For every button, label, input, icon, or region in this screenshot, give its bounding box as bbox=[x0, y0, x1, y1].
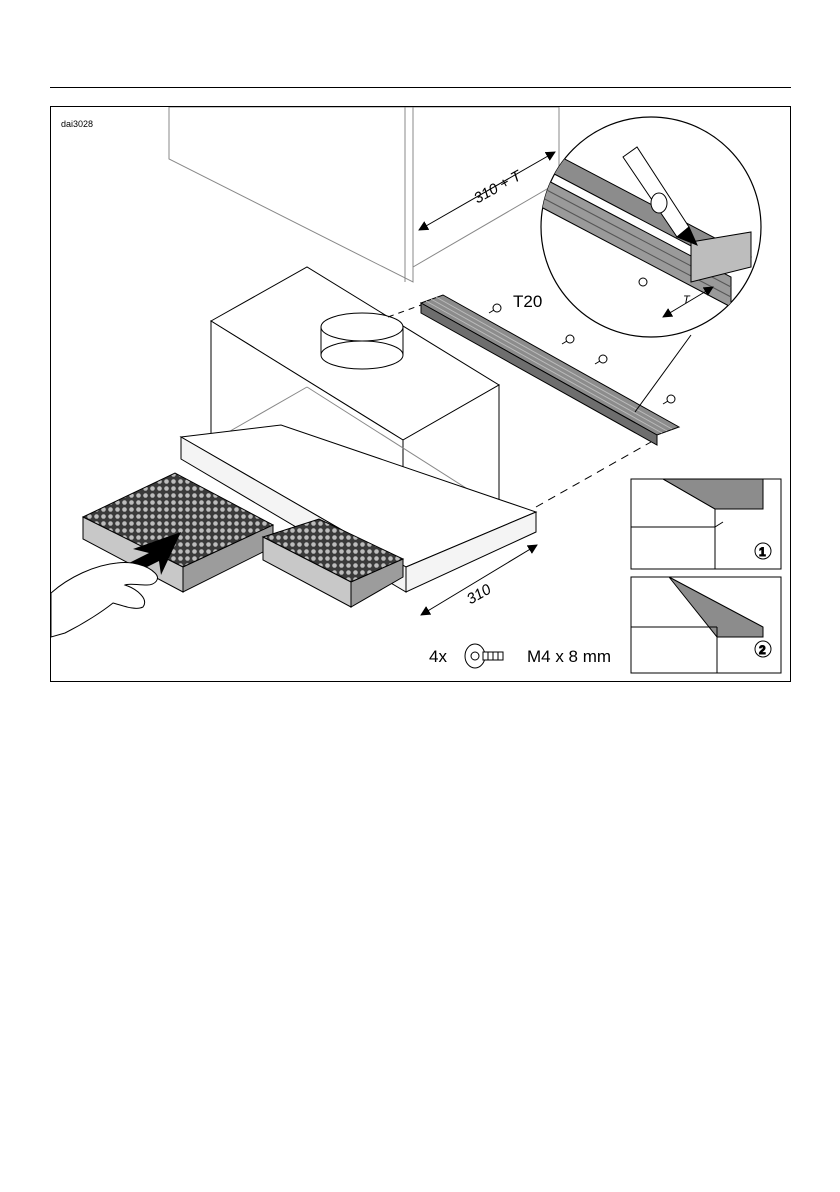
step-2-label: 2 bbox=[759, 643, 766, 657]
screw-spec: M4 x 8 mm bbox=[527, 647, 611, 666]
step-1-inset: 1 bbox=[631, 479, 781, 569]
figure-drawing: dai3028 310 + T 310 bbox=[51, 107, 790, 681]
screw-icon bbox=[663, 395, 675, 404]
hand-icon bbox=[51, 562, 157, 637]
screw-icon bbox=[489, 304, 501, 313]
header-rule bbox=[50, 87, 791, 88]
base-dimension-label: 310 bbox=[464, 581, 495, 609]
figure-code: dai3028 bbox=[61, 119, 93, 129]
screw-icon bbox=[465, 644, 503, 668]
screw-specification: 4x M4 x 8 mm bbox=[429, 644, 611, 668]
installation-figure: dai3028 310 + T 310 bbox=[50, 106, 791, 682]
step-2-inset: 2 bbox=[631, 577, 781, 673]
screw-icon bbox=[595, 355, 607, 364]
screw-icon bbox=[562, 335, 574, 344]
torx-label: T20 bbox=[513, 292, 542, 311]
air-outlet-collar bbox=[321, 313, 403, 369]
step-1-label: 1 bbox=[759, 545, 766, 559]
screw-quantity: 4x bbox=[429, 647, 447, 666]
